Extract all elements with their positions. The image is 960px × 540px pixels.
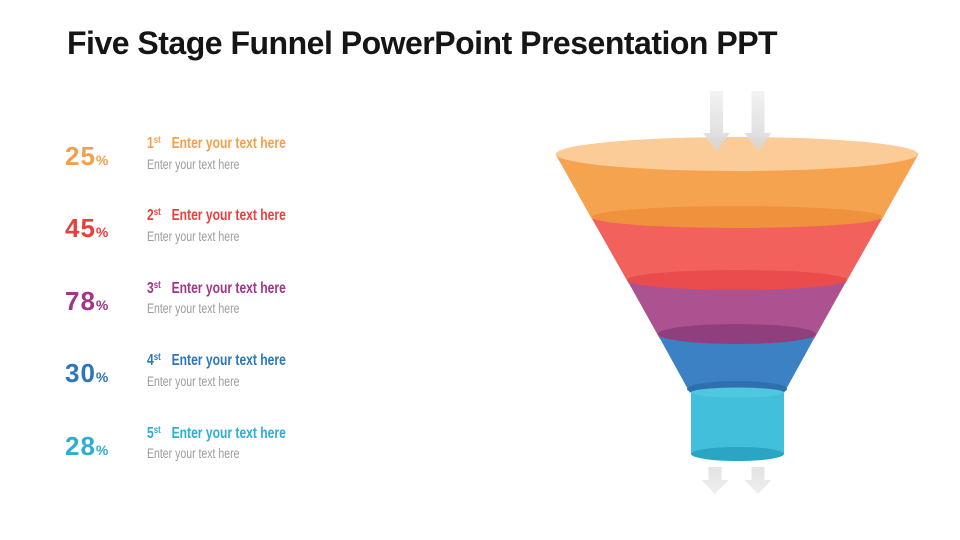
funnel-spout-top (691, 387, 784, 398)
down-arrow-icon (701, 467, 729, 494)
stage-3-percent-value: 78 (65, 285, 96, 316)
percent-sign: % (95, 441, 109, 458)
stage-3-ordinal-suffix: st (153, 279, 161, 291)
funnel-spout (691, 392, 784, 454)
funnel-lip-2 (627, 270, 847, 290)
funnel-rim (556, 137, 918, 171)
stage-3-heading[interactable]: 3st Enter your text here (147, 280, 286, 299)
stage-2-subtitle[interactable]: Enter your text here (147, 228, 240, 244)
down-arrow-icon (744, 91, 772, 151)
bottom-outflow-arrows (701, 467, 772, 494)
stage-1-heading-text: Enter your text here (171, 135, 286, 152)
funnel-lip-3 (658, 324, 816, 344)
percent-sign: % (95, 224, 109, 241)
stage-5-subtitle[interactable]: Enter your text here (147, 446, 240, 462)
top-inflow-arrows (703, 91, 772, 151)
page-title[interactable]: Five Stage Funnel PowerPoint Presentatio… (67, 25, 778, 61)
stage-3-heading-text: Enter your text here (171, 279, 286, 297)
stage-1-subtitle[interactable]: Enter your text here (147, 156, 240, 172)
stage-5-percent-value: 28 (65, 430, 96, 461)
stage-5-heading[interactable]: 5st Enter your text here (147, 425, 286, 444)
percent-sign: % (95, 152, 109, 168)
stage-2-heading[interactable]: 2st Enter your text here (147, 207, 286, 226)
stage-2-ordinal-suffix: st (153, 207, 161, 219)
stage-4-subtitle[interactable]: Enter your text here (147, 373, 240, 389)
stage-5-ordinal: 5 (147, 424, 154, 442)
stage-4-heading-text: Enter your text here (171, 352, 286, 370)
stage-4-ordinal-suffix: st (153, 352, 161, 364)
down-arrow-icon (703, 91, 730, 151)
stage-4-heading[interactable]: 4st Enter your text here (147, 352, 286, 371)
stage-1-percent-value: 25 (65, 141, 96, 171)
stage-3-percent[interactable]: 78% (65, 288, 147, 314)
stage-5-ordinal-suffix: st (153, 424, 161, 436)
stage-1-ordinal-suffix: st (153, 135, 161, 146)
stage-4-percent[interactable]: 30% (65, 360, 147, 386)
stage-5-percent[interactable]: 28% (65, 433, 147, 459)
stage-2-heading-text: Enter your text here (171, 207, 286, 225)
stage-4-ordinal: 4 (147, 352, 154, 370)
stage-5-heading-text: Enter your text here (171, 424, 286, 442)
stage-4-percent-value: 30 (65, 358, 96, 389)
funnel-spout-bottom (691, 447, 784, 461)
stage-1-heading[interactable]: 1st Enter your text here (147, 135, 286, 154)
percent-sign: % (95, 369, 109, 386)
stage-2-percent-value: 45 (65, 213, 96, 244)
stage-2-ordinal: 2 (147, 207, 154, 225)
stage-1-ordinal: 1 (147, 135, 154, 152)
stage-3-ordinal: 3 (147, 279, 154, 297)
stage-2-percent[interactable]: 45% (65, 215, 147, 241)
down-arrow-icon (744, 467, 772, 494)
percent-sign: % (95, 296, 109, 313)
stage-3-subtitle[interactable]: Enter your text here (147, 301, 240, 317)
funnel-lip-1 (592, 206, 882, 228)
stage-1-percent[interactable]: 25% (65, 143, 147, 169)
